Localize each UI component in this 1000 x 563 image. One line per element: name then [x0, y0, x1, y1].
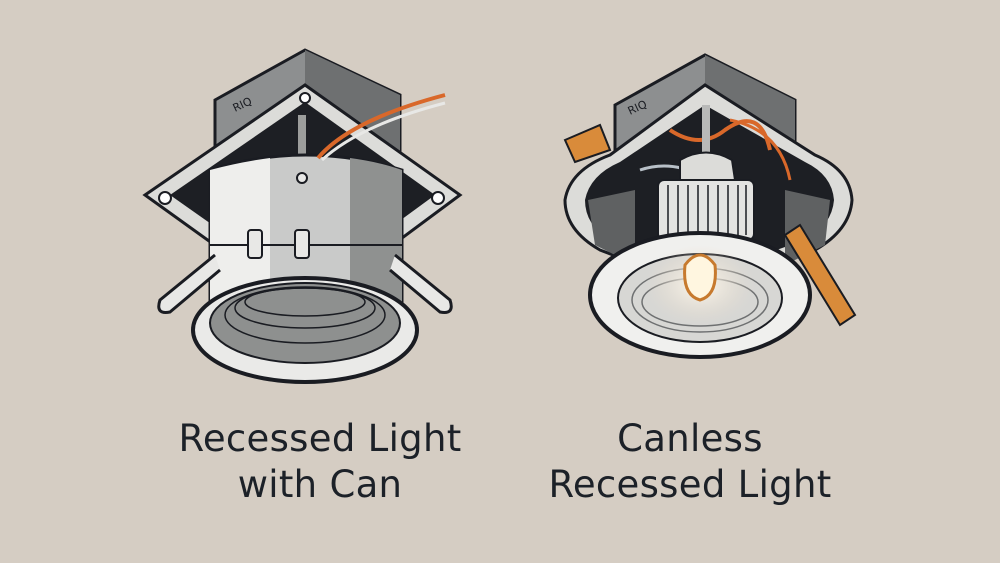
left-caption-line2: with Can — [237, 463, 403, 506]
recessed-can-light-illustration: RIQ — [142, 48, 463, 384]
left-caption: Recessed Light with Can — [150, 416, 490, 508]
right-caption-line1: Canless — [617, 417, 763, 460]
left-caption-line1: Recessed Light — [178, 417, 462, 460]
right-caption: Canless Recessed Light — [520, 416, 860, 508]
canless-recessed-light-illustration: RIQ — [563, 53, 857, 359]
right-caption-line2: Recessed Light — [548, 463, 832, 506]
